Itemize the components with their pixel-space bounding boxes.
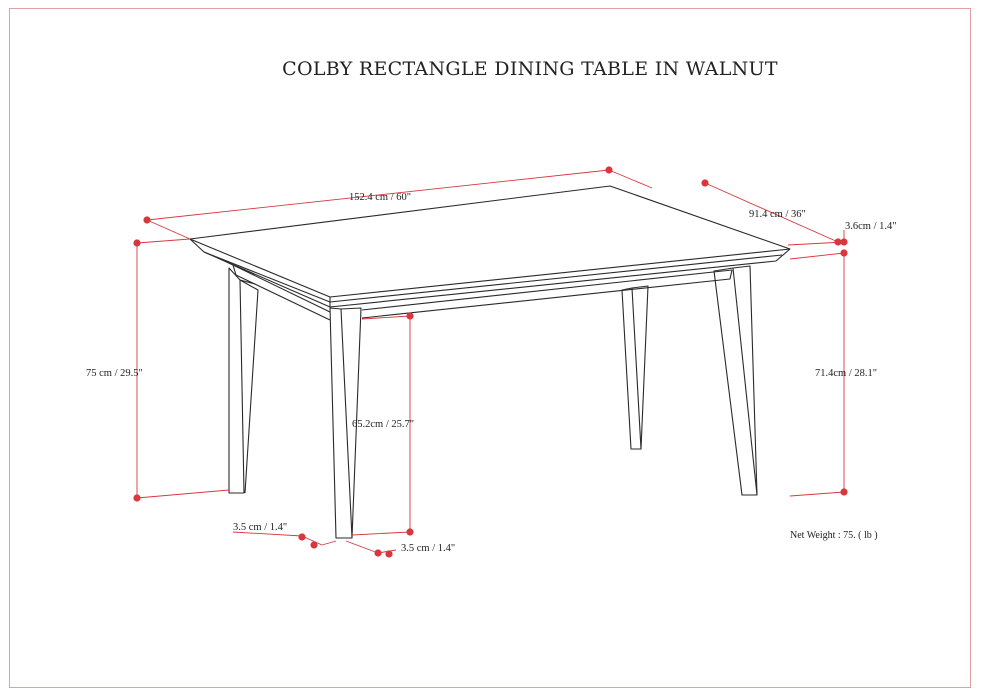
page-border [9,8,971,688]
dot-legwidth-a-1 [298,533,306,541]
dot-legwidth-b-2 [385,550,393,558]
dot-thickness-top [840,238,848,246]
dot-height-bottom [133,494,141,502]
leg-back-right [621,287,642,450]
label-leg-width-b: 3.5 cm / 1.4" [401,543,455,554]
dot-width-start [701,179,709,187]
product-title: COLBY RECTANGLE DINING TABLE IN WALNUT [282,58,778,80]
dot-legwidth-b-1 [374,549,382,557]
dot-clearance-top [406,312,414,320]
label-top-thickness: 3.6cm / 1.4" [845,221,897,232]
label-length: 152.4 cm / 60" [349,192,411,203]
net-weight: Net Weight : 75. ( lb ) [790,530,878,541]
dimension-lines [136,169,845,554]
tabletop-right-edge [329,248,791,308]
apron-front [361,269,733,319]
label-apron-clearance: 65.2cm / 25.7" [352,419,414,430]
label-width: 91.4 cm / 36" [749,209,806,220]
dot-legwidth-a-2 [310,541,318,549]
leg-front-right [713,267,758,496]
dot-height-top [133,239,141,247]
table-outline [189,185,791,539]
tabletop-front-edge [189,238,331,308]
dot-thickness-bottom [840,249,848,257]
label-overall-height: 75 cm / 29.5" [86,368,143,379]
leg-front-left [329,307,353,539]
dot-length-start [143,216,151,224]
label-leg-width-a: 3.5 cm / 1.4" [233,522,287,533]
dot-clearance-bottom [406,528,414,536]
dimension-dots [133,166,848,558]
dot-leg-height-bottom [840,488,848,496]
apron-left [217,257,331,313]
leg-back-left [228,267,245,494]
label-leg-height: 71.4cm / 28.1" [815,368,877,379]
dot-length-end [605,166,613,174]
dot-width-end [834,238,842,246]
tabletop-surface [189,185,791,298]
